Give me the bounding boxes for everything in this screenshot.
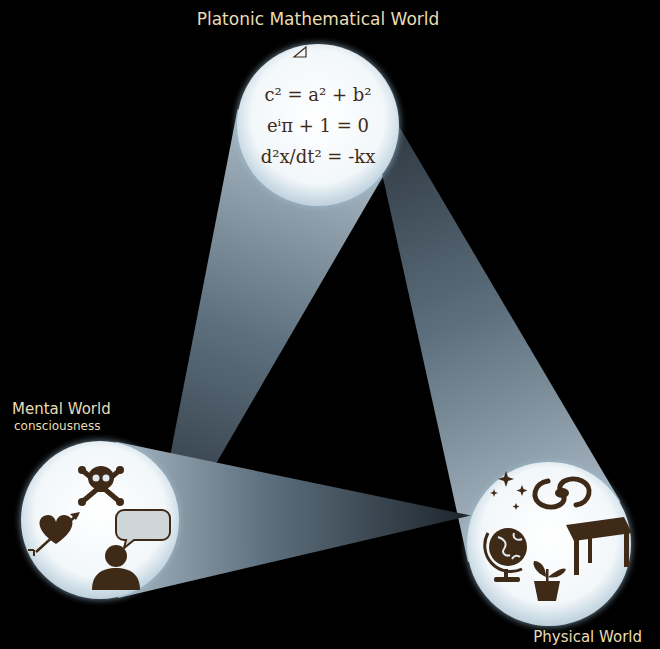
equation: c² = a² + b²	[264, 84, 371, 105]
galaxy-icon	[535, 479, 589, 507]
world-heading: Mental World	[12, 400, 111, 418]
heart-arrow-icon	[28, 512, 80, 556]
circle-fill	[237, 44, 399, 206]
stars-icon	[490, 471, 528, 510]
table-icon	[566, 517, 632, 575]
circle-fill	[467, 462, 631, 626]
world-circle: Platonic Mathematical Worldc² = a² + b²e…	[236, 43, 400, 207]
world-circle: Physical World	[466, 461, 632, 627]
world-heading: Platonic Mathematical World	[197, 9, 440, 29]
circle-glow	[20, 440, 180, 600]
world-circle: Mental Worldconsciousness	[20, 440, 180, 600]
world-subheading: consciousness	[14, 419, 100, 433]
equation-group: c² = a² + b² eⁱπ + 1 = 0 d²x/dt² = -kx	[236, 43, 400, 207]
circle-glow	[466, 461, 632, 627]
circle-fill	[21, 441, 179, 599]
person-icon	[92, 545, 140, 590]
triangle-icon	[294, 47, 306, 57]
world-heading: Physical World	[533, 628, 642, 646]
globe-icon	[485, 528, 527, 582]
speech-bubble-icon	[116, 510, 170, 548]
equation: eⁱπ + 1 = 0	[267, 115, 369, 136]
circle-shape	[20, 440, 180, 600]
equation: d²x/dt² = -kx	[261, 146, 376, 167]
plant-icon	[534, 561, 567, 601]
circle-glow	[236, 43, 400, 207]
circle-shape	[466, 461, 632, 627]
skull-icon	[78, 466, 124, 506]
